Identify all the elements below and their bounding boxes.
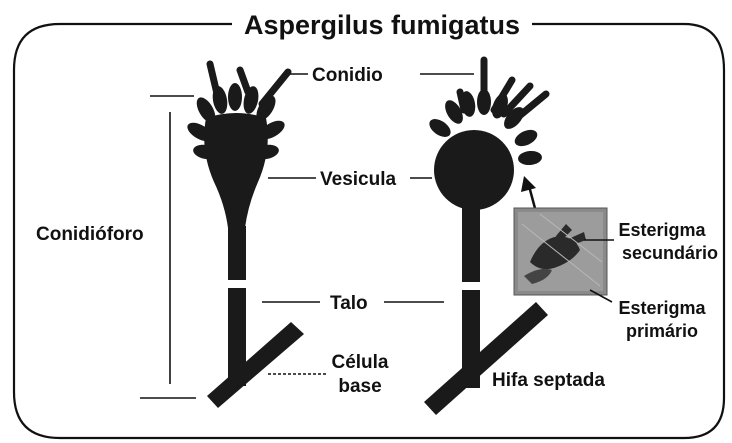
- diagram-title: Aspergilus fumigatus: [244, 10, 520, 40]
- label-talo: Talo: [330, 293, 368, 314]
- label-esterigma-secundario-line1: Esterigma: [618, 220, 706, 240]
- label-hifa-septada: Hifa septada: [492, 370, 605, 391]
- label-celula-line1: Célula: [331, 352, 388, 373]
- right-stalk-upper: [462, 200, 480, 282]
- label-conidio: Conidio: [312, 65, 383, 86]
- micrograph-inset-icon: [514, 208, 607, 295]
- left-stalk-lower: [228, 288, 246, 372]
- label-conidioforo: Conidióforo: [36, 224, 144, 245]
- left-vesicle: [204, 113, 268, 228]
- left-stalk-upper: [228, 226, 246, 280]
- left-foot-cell: [207, 322, 304, 408]
- arrow-pointer-icon: [521, 176, 536, 212]
- label-esterigma-primario-line1: Esterigma: [618, 298, 706, 318]
- right-vesicle: [434, 130, 514, 210]
- label-vesicula: Vesicula: [320, 169, 396, 190]
- label-esterigma-secundario-line2: secundário: [622, 243, 718, 263]
- label-esterigma-primario-line2: primário: [626, 321, 698, 341]
- label-celula-line2: base: [338, 376, 381, 397]
- left-conidiophore: [184, 64, 304, 408]
- left-foot-cell-join: [228, 360, 246, 386]
- right-foot-join: [462, 360, 480, 388]
- right-hypha: [424, 302, 548, 415]
